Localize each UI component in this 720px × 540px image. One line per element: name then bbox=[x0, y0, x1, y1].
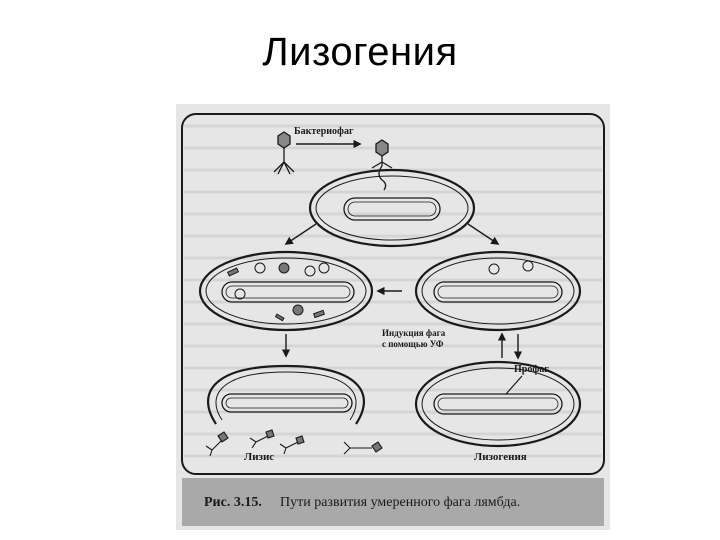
slide-title: Лизогения bbox=[0, 30, 720, 75]
figure-caption-number: Рис. 3.15. bbox=[204, 495, 262, 510]
lysogeny-label: Лизогения bbox=[474, 451, 527, 463]
bacteriophage-label: Бактериофаг bbox=[294, 126, 354, 137]
lysis-label: Лизис bbox=[244, 451, 274, 463]
lambda-phage-pathways-figure: Бактериофаг bbox=[176, 104, 610, 530]
induction-label-line2: с помощью УФ bbox=[382, 339, 444, 349]
induction-label-line1: Индукция фага bbox=[382, 328, 446, 338]
prophage-label: Профаг bbox=[514, 364, 549, 375]
figure-caption-text: Пути развития умеренного фага лямбда. bbox=[280, 495, 520, 510]
